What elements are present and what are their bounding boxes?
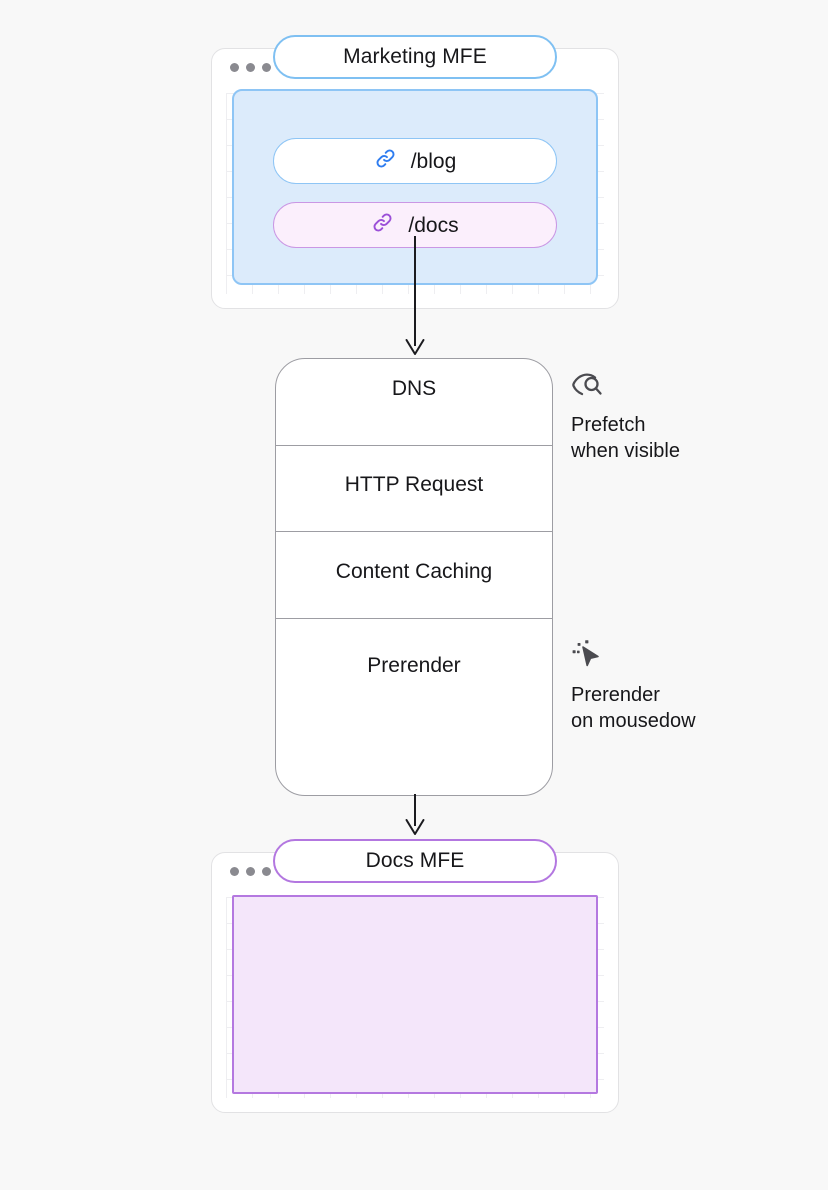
pipeline-step-prerender[interactable]: Prerender	[276, 619, 552, 795]
eye-search-icon	[571, 371, 821, 406]
docs-mfe-title-pill[interactable]: Docs MFE	[273, 839, 557, 883]
pipeline-step-http-request[interactable]: HTTP Request	[276, 446, 552, 532]
pipeline-step-label: DNS	[391, 377, 437, 400]
pipeline-stack: DNS HTTP Request Content Caching Prerend…	[275, 358, 553, 796]
pipeline-step-label: Prerender	[367, 654, 461, 677]
marketing-mfe-title: Marketing MFE	[343, 45, 487, 68]
annotation-prerender-text: Prerender on mousedow	[571, 684, 696, 732]
pipeline-step-content-caching[interactable]: Content Caching	[276, 532, 552, 619]
annotation-prerender: Prerender on mousedow	[571, 639, 821, 734]
link-icon	[371, 211, 394, 240]
window-dot-maximize[interactable]	[262, 63, 271, 72]
link-icon	[374, 147, 397, 176]
marketing-mfe-title-pill[interactable]: Marketing MFE	[273, 35, 557, 79]
route-pill-blog[interactable]: /blog	[273, 138, 557, 184]
cursor-click-icon	[571, 639, 821, 676]
window-dot-minimize[interactable]	[246, 867, 255, 876]
connector-arrow-pipeline-to-docs	[405, 794, 425, 835]
pipeline-step-label: Content Caching	[335, 560, 493, 583]
window-traffic-lights	[230, 867, 271, 876]
annotation-prefetch-text: Prefetch when visible	[571, 414, 680, 462]
pipeline-step-label: HTTP Request	[344, 472, 484, 496]
docs-mfe-title: Docs MFE	[365, 849, 465, 872]
window-dot-maximize[interactable]	[262, 867, 271, 876]
window-dot-minimize[interactable]	[246, 63, 255, 72]
window-traffic-lights	[230, 63, 271, 72]
docs-mfe-content-panel	[232, 895, 598, 1094]
window-dot-close[interactable]	[230, 867, 239, 876]
window-dot-close[interactable]	[230, 63, 239, 72]
pipeline-step-dns[interactable]: DNS	[276, 359, 552, 446]
route-label-docs: /docs	[408, 213, 459, 237]
route-label-blog: /blog	[410, 149, 457, 173]
connector-arrow-docs-to-pipeline	[405, 236, 425, 355]
annotation-prefetch: Prefetch when visible	[571, 371, 821, 464]
